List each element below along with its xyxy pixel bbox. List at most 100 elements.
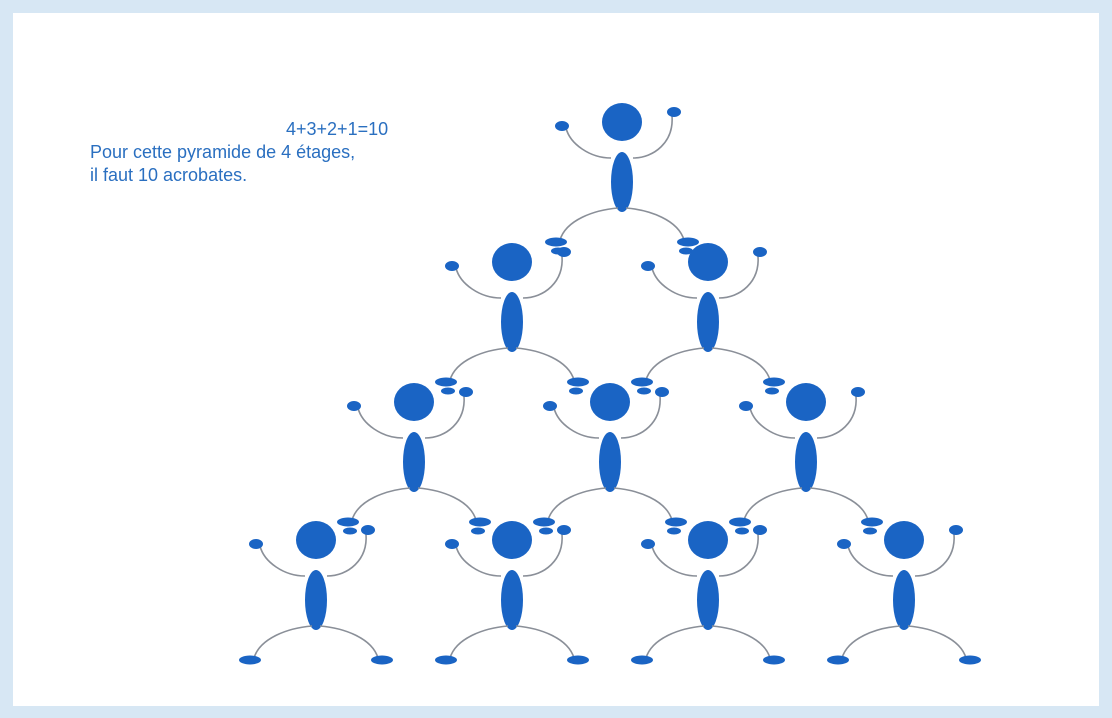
acrobat-right-hand — [753, 525, 767, 535]
acrobat-head — [688, 521, 728, 559]
acrobat-left-foot-tip — [735, 527, 749, 535]
acrobat-right-arm — [424, 395, 465, 439]
acrobat-left-foot — [533, 517, 555, 527]
acrobat-right-hand — [655, 387, 669, 397]
acrobat-left-foot-tip — [441, 387, 455, 395]
acrobat-head — [296, 521, 336, 559]
acrobat-right-foot — [567, 655, 589, 665]
acrobat-left-arm — [749, 407, 796, 439]
acrobat-right-leg — [613, 487, 673, 521]
acrobat-left-arm — [565, 127, 612, 159]
acrobat-left-foot — [239, 655, 261, 665]
acrobat-right-foot — [861, 517, 883, 527]
acrobat-left-hand — [837, 539, 851, 549]
acrobat-figure — [533, 383, 687, 535]
acrobat-right-foot-tip — [679, 247, 693, 255]
acrobat-right-foot — [763, 655, 785, 665]
acrobat-right-arm — [620, 395, 661, 439]
acrobat-left-foot — [545, 237, 567, 247]
acrobat-head — [602, 103, 642, 141]
acrobat-figure — [337, 383, 491, 535]
acrobat-right-hand — [667, 107, 681, 117]
acrobat-left-foot — [631, 655, 653, 665]
acrobat-left-hand — [249, 539, 263, 549]
acrobat-left-hand — [641, 539, 655, 549]
acrobat-head — [786, 383, 826, 421]
acrobat-right-leg — [711, 625, 771, 659]
acrobat-left-arm — [259, 545, 306, 577]
acrobat-figure — [239, 521, 393, 665]
acrobat-left-hand — [641, 261, 655, 271]
acrobat-left-leg — [743, 487, 803, 521]
acrobat-left-leg — [253, 625, 313, 659]
acrobat-right-hand — [459, 387, 473, 397]
acrobat-head — [884, 521, 924, 559]
acrobat-right-arm — [522, 533, 563, 577]
acrobat-left-leg — [645, 347, 705, 381]
acrobat-right-arm — [816, 395, 857, 439]
acrobat-head — [492, 521, 532, 559]
acrobat-left-arm — [553, 407, 600, 439]
acrobat-left-hand — [445, 539, 459, 549]
acrobat-right-foot — [469, 517, 491, 527]
acrobat-right-arm — [718, 533, 759, 577]
acrobat-left-arm — [847, 545, 894, 577]
acrobat-left-leg — [841, 625, 901, 659]
acrobat-left-hand — [555, 121, 569, 131]
acrobat-right-hand — [557, 247, 571, 257]
acrobat-figure — [827, 521, 981, 665]
acrobat-left-leg — [645, 625, 705, 659]
acrobat-right-leg — [515, 347, 575, 381]
acrobat-right-foot — [959, 655, 981, 665]
acrobat-left-hand — [445, 261, 459, 271]
acrobat-head — [492, 243, 532, 281]
acrobat-left-foot-tip — [343, 527, 357, 535]
acrobat-right-arm — [632, 115, 673, 159]
acrobat-right-arm — [326, 533, 367, 577]
acrobat-right-foot — [677, 237, 699, 247]
acrobat-left-leg — [449, 347, 509, 381]
acrobat-right-foot-tip — [863, 527, 877, 535]
acrobat-left-hand — [739, 401, 753, 411]
acrobat-left-leg — [547, 487, 607, 521]
acrobat-head — [394, 383, 434, 421]
acrobat-figure — [631, 521, 785, 665]
acrobat-right-foot — [665, 517, 687, 527]
acrobat-right-hand — [361, 525, 375, 535]
acrobat-body — [501, 570, 523, 630]
acrobat-right-hand — [557, 525, 571, 535]
acrobat-left-foot — [337, 517, 359, 527]
acrobat-right-foot-tip — [569, 387, 583, 395]
acrobat-right-foot-tip — [471, 527, 485, 535]
acrobat-right-leg — [711, 347, 771, 381]
acrobat-left-foot-tip — [637, 387, 651, 395]
acrobat-body — [599, 432, 621, 492]
acrobat-right-foot — [371, 655, 393, 665]
acrobat-left-arm — [651, 545, 698, 577]
acrobat-right-arm — [718, 255, 759, 299]
acrobat-body — [795, 432, 817, 492]
acrobat-left-hand — [543, 401, 557, 411]
acrobat-right-hand — [949, 525, 963, 535]
acrobat-right-leg — [809, 487, 869, 521]
acrobat-left-leg — [559, 207, 619, 241]
acrobat-left-foot — [435, 655, 457, 665]
acrobat-right-foot — [763, 377, 785, 387]
acrobat-left-arm — [357, 407, 404, 439]
acrobat-right-leg — [319, 625, 379, 659]
acrobat-right-leg — [515, 625, 575, 659]
acrobat-head — [590, 383, 630, 421]
acrobat-right-foot — [567, 377, 589, 387]
acrobat-right-arm — [914, 533, 955, 577]
acrobat-body — [305, 570, 327, 630]
acrobat-right-leg — [417, 487, 477, 521]
acrobat-body — [697, 570, 719, 630]
acrobat-right-arm — [522, 255, 563, 299]
acrobat-head — [688, 243, 728, 281]
acrobat-body — [611, 152, 633, 212]
acrobat-body — [697, 292, 719, 352]
acrobat-right-hand — [851, 387, 865, 397]
acrobat-right-foot-tip — [765, 387, 779, 395]
caption-line-2: il faut 10 acrobates. — [90, 165, 248, 185]
